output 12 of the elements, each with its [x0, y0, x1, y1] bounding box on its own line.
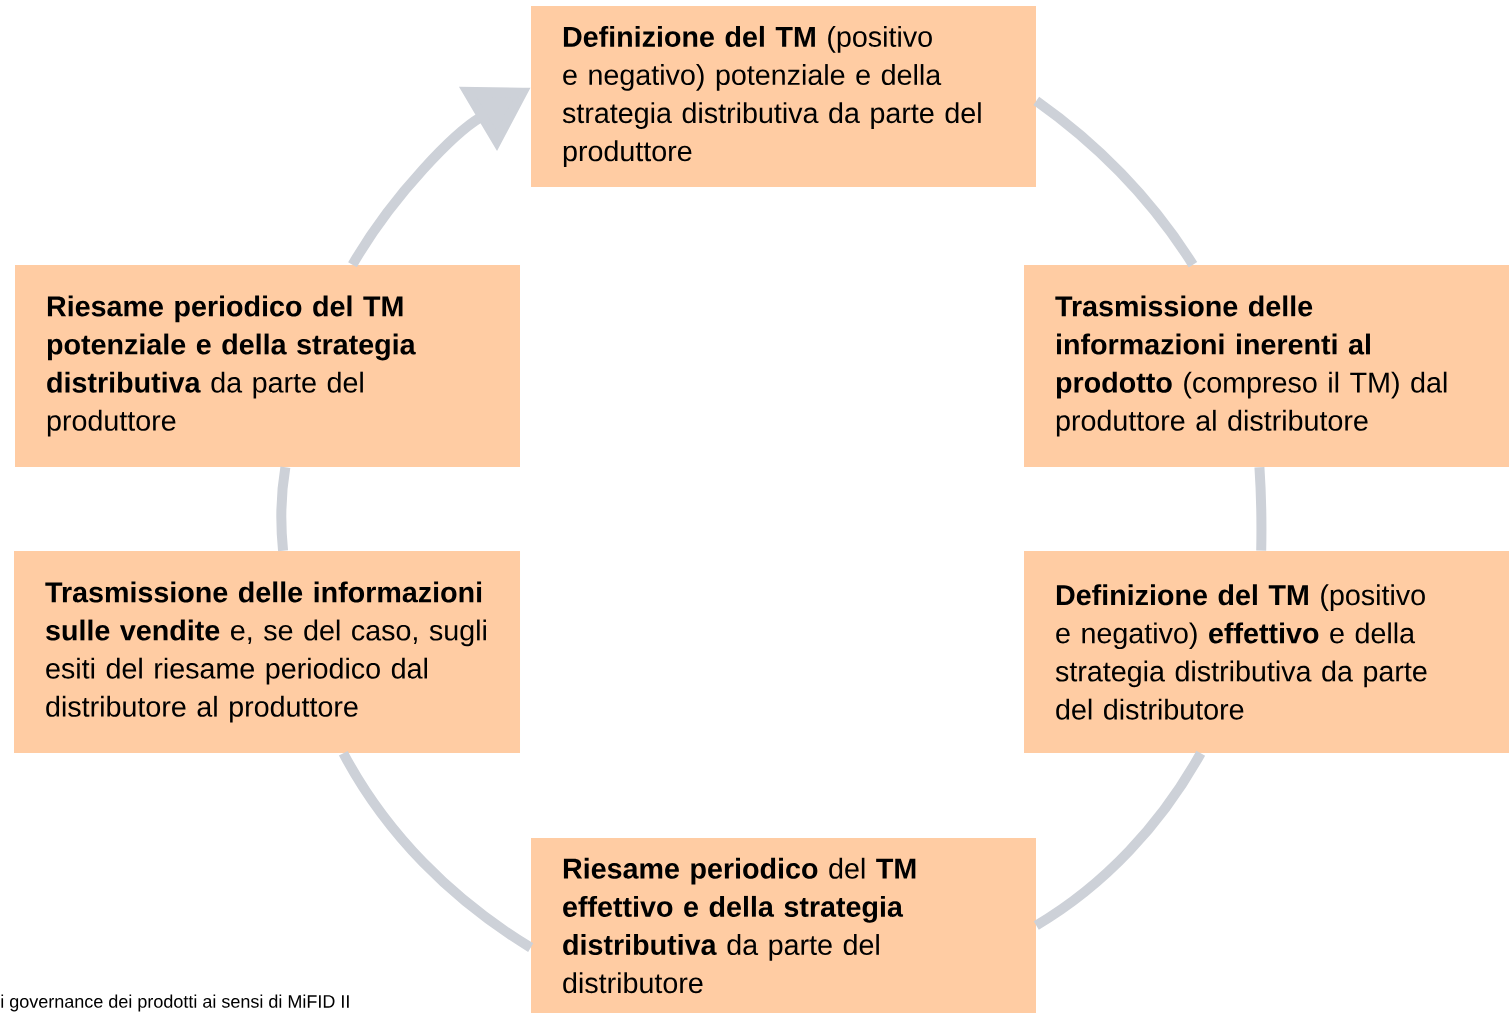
- process-box: Trasmissione delle informazioni sulle vendite e, se del caso, sugli esiti del riesame periodico dal distributore al produttore: [14, 551, 520, 753]
- process-box: Trasmissione delle informazioni inerenti al prodotto (compreso il TM) dal produttore al distributore: [1024, 265, 1509, 467]
- process-box: Riesame periodico del TM effettivo e della strategia distributiva da parte del distributore: [531, 838, 1036, 1013]
- arc-line: [1033, 96, 1198, 268]
- arc-line: [276, 466, 291, 552]
- process-box: Riesame periodico del TM potenziale e della strategia distributiva da parte del produttore: [15, 265, 520, 467]
- arc-line: [1254, 466, 1267, 551]
- arc-line: [1033, 750, 1206, 930]
- process-box: Definizione del TM (positivo e negativo) effettivo e della strategia distributiva da parte del distributore: [1024, 551, 1509, 753]
- caption-text: i governance dei prodotti ai sensi di MiFID II: [1, 994, 349, 1012]
- arc-line: [338, 750, 534, 952]
- process-box: Definizione del TM (positivo e negativo) potenziale e della strategia distributiva da parte del produttore: [531, 6, 1036, 187]
